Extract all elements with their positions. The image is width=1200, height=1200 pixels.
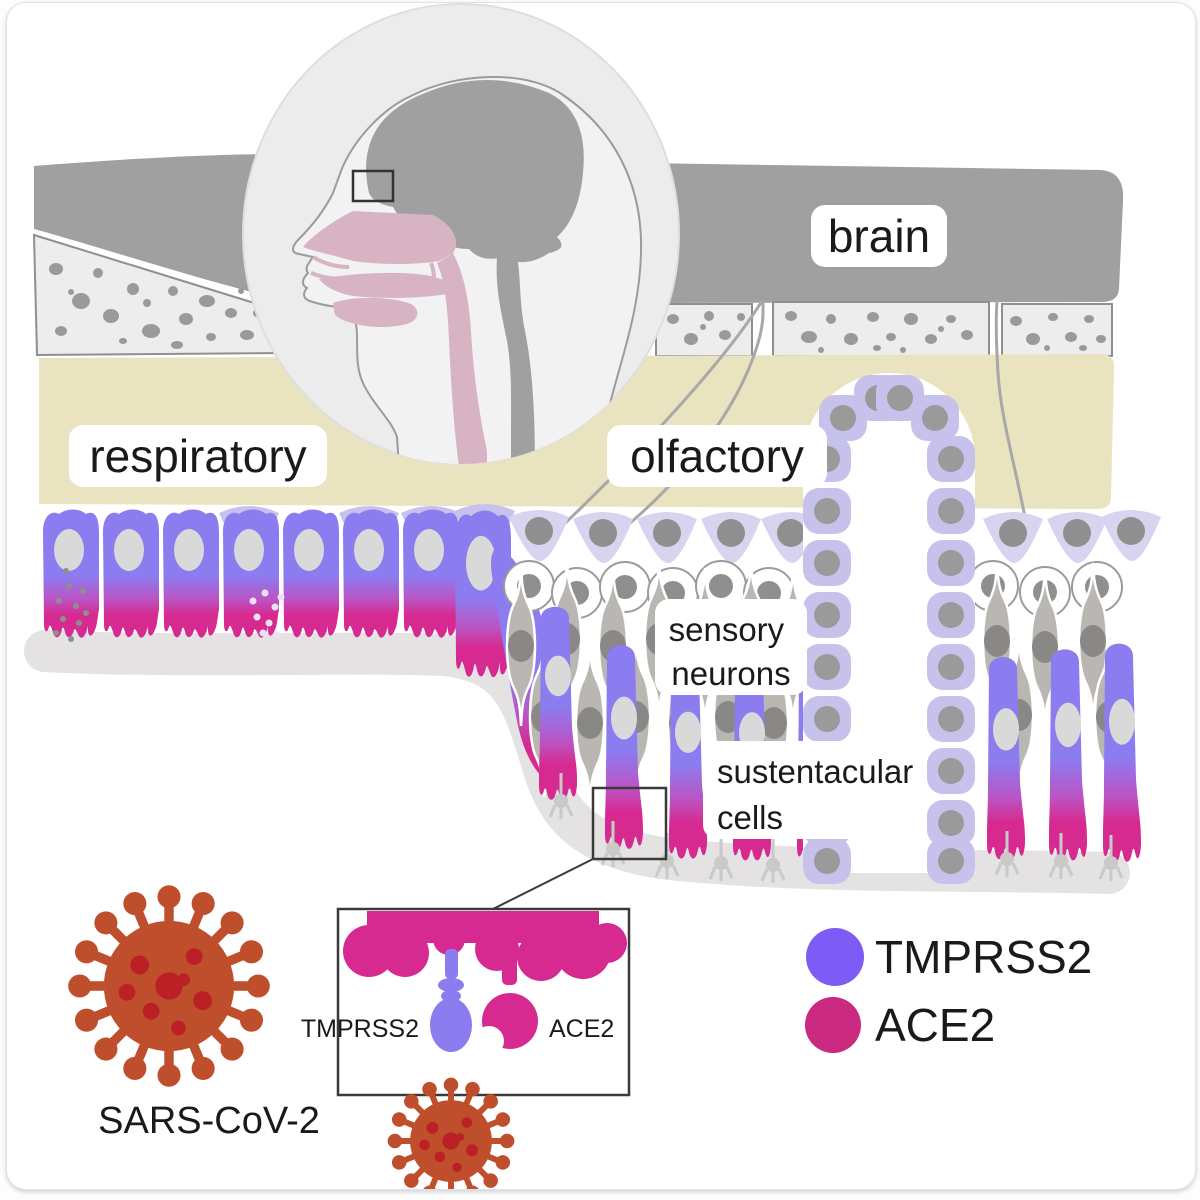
figure-card: brain respiratory olfactory sensory neur… xyxy=(6,2,1196,1190)
legend: TMPRSS2 ACE2 xyxy=(805,928,1092,1053)
inset-box: TMPRSS2 ACE2 xyxy=(301,907,631,1189)
inset-tmprss2-label: TMPRSS2 xyxy=(301,1015,419,1043)
region-labels: brain respiratory olfactory sensory neur… xyxy=(69,205,947,839)
virus-name-label: SARS-CoV-2 xyxy=(98,1100,320,1142)
sustentacular-label: sustentacular cells xyxy=(717,753,922,836)
legend-tmprss2-label: TMPRSS2 xyxy=(875,931,1092,983)
respiratory-label: respiratory xyxy=(89,430,306,482)
nostril-lines xyxy=(310,255,436,293)
sars-cov-2: SARS-CoV-2 xyxy=(68,885,320,1142)
tmprss2-receptor xyxy=(430,949,472,1052)
legend-ace2-label: ACE2 xyxy=(875,999,995,1051)
head-inset xyxy=(242,3,680,465)
nerve-fibers xyxy=(555,300,1031,539)
olfactory-label: olfactory xyxy=(630,430,804,482)
ace2-receptor xyxy=(474,949,538,1056)
goblet-granules xyxy=(53,568,285,642)
bone-speckles xyxy=(49,263,1106,353)
legend-swatch-tmprss2 xyxy=(806,928,864,986)
olfactory-region-marker xyxy=(351,169,395,203)
olfactory-label-box xyxy=(607,425,827,487)
brainstem xyxy=(496,255,535,464)
sustentacular-cells-right xyxy=(987,643,1141,862)
zoom-marker xyxy=(490,786,668,911)
inset-ace2-label: ACE2 xyxy=(549,1015,614,1043)
sensory-neurons-label: sensory neurons xyxy=(669,611,794,692)
olfactory-infection-diagram: brain respiratory olfactory sensory neur… xyxy=(24,3,1161,1189)
brain-label: brain xyxy=(828,210,930,262)
nasal-airway xyxy=(303,211,487,464)
sensory-neurons-label-box xyxy=(655,599,807,695)
respiratory-label-box xyxy=(69,425,327,487)
sustentacular-label-box xyxy=(703,741,909,839)
legend-swatch-ace2 xyxy=(805,997,861,1053)
apical-membrane xyxy=(343,911,627,981)
virus-large xyxy=(68,885,270,1087)
brain-label-box xyxy=(811,205,947,267)
